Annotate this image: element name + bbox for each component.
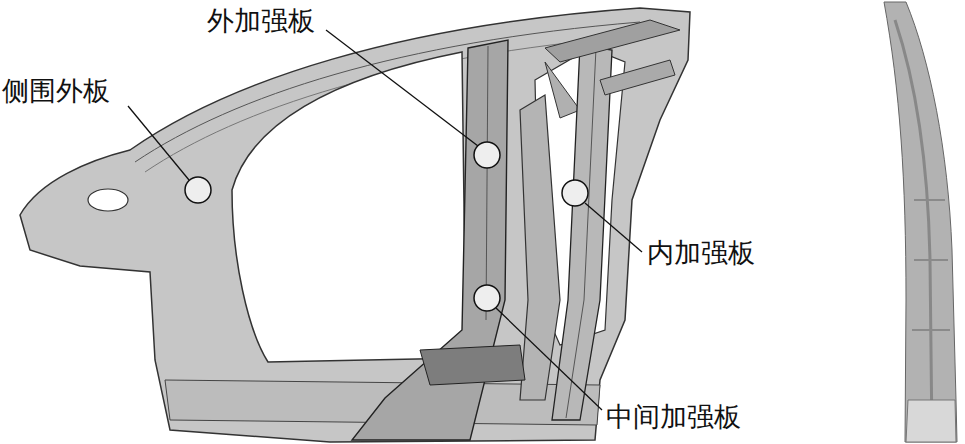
part-label: 内加强板 (645, 238, 757, 268)
part-label: 侧围外板 (0, 76, 112, 106)
part-label: 中间加强板 (604, 402, 743, 432)
part-label: 外加强板 (205, 6, 317, 36)
